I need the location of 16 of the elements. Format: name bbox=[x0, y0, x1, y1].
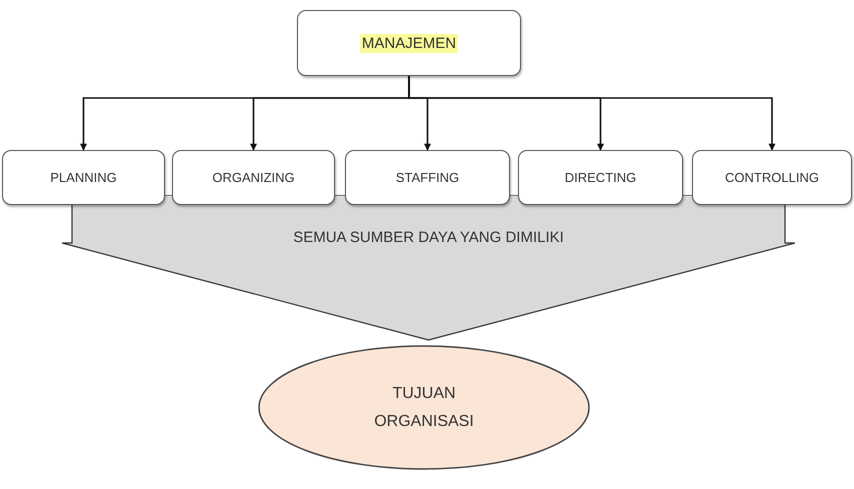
highlighted-label: MANAJEMEN bbox=[360, 34, 458, 52]
process-box bbox=[297, 10, 521, 76]
process-box bbox=[2, 150, 165, 205]
node-label: TUJUAN ORGANISASI bbox=[373, 384, 475, 432]
block-arrow bbox=[62, 195, 795, 341]
node-label: SEMUA SUMBER DAYA YANG DIMILIKI bbox=[293, 229, 564, 246]
process-box bbox=[172, 150, 335, 205]
process-box bbox=[692, 150, 852, 205]
node-label: DIRECTING bbox=[564, 170, 636, 185]
node-label: PLANNING bbox=[50, 170, 117, 185]
node-label: CONTROLLING bbox=[725, 170, 819, 185]
node-label: STAFFING bbox=[396, 170, 460, 185]
process-box bbox=[518, 150, 683, 205]
node-label: ORGANIZING bbox=[212, 170, 295, 185]
process-box bbox=[345, 150, 510, 205]
goal-ellipse bbox=[258, 345, 590, 470]
